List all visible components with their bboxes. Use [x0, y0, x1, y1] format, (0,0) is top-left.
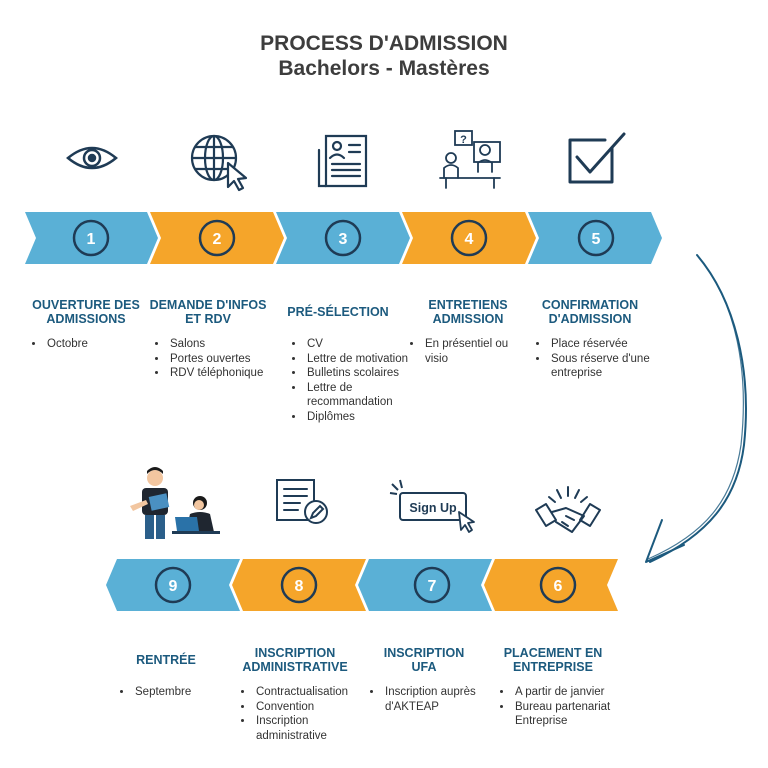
step-circle-8 — [280, 566, 318, 604]
step-3-heading: PRÉ-SÉLECTION — [287, 305, 389, 319]
step-circle-1 — [72, 219, 110, 257]
list-item: RDV téléphonique — [168, 366, 292, 381]
interview-icon: ? — [439, 130, 501, 189]
step-2-list: Salons Portes ouvertes RDV téléphonique — [150, 337, 292, 381]
step-number-1: 1 — [87, 231, 96, 248]
step-4-list: En présentiel ou visio — [405, 337, 533, 366]
chevron-row-bottom — [106, 559, 618, 611]
connector-arrow — [645, 254, 747, 563]
chevron-6 — [484, 559, 618, 611]
signup-icon: Sign Up — [389, 479, 475, 533]
chevron-1 — [25, 212, 158, 264]
step-9-list: Septembre — [115, 685, 243, 700]
chevron-9 — [106, 559, 240, 611]
list-item: Bulletins scolaires — [305, 366, 417, 381]
list-item: Septembre — [133, 685, 243, 700]
step-circle-6 — [539, 566, 577, 604]
step-9-heading: RENTRÉE — [136, 653, 196, 667]
chevron-5 — [528, 212, 662, 264]
step-8-heading: INSCRIPTION ADMINISTRATIVE — [242, 646, 348, 674]
step-7-heading: INSCRIPTION UFA — [383, 646, 465, 674]
signup-icon-label: Sign Up — [409, 501, 457, 515]
checkbox-icon — [568, 132, 626, 184]
step-6-list: A partir de janvier Bureau partenariat E… — [495, 685, 631, 729]
list-item: Inscription administrative — [254, 714, 378, 743]
step-number-3: 3 — [339, 231, 348, 248]
step-8-list: Contractualisation Convention Inscriptio… — [236, 685, 378, 743]
step-4-heading: ENTRETIENS ADMISSION — [428, 298, 508, 326]
chevron-4 — [402, 212, 536, 264]
step-circle-5 — [577, 219, 615, 257]
eye-icon — [66, 146, 118, 170]
globe-cursor-icon — [190, 134, 248, 192]
handshake-icon — [535, 486, 601, 533]
step-circle-2 — [198, 219, 236, 257]
list-item: Sous réserve d'une entreprise — [549, 352, 659, 381]
step-number-5: 5 — [592, 231, 601, 248]
people-laptop-icon — [130, 467, 220, 539]
chevron-row-top — [25, 212, 662, 264]
list-item: En présentiel ou visio — [423, 337, 533, 366]
chevron-2 — [150, 212, 284, 264]
list-item: Octobre — [45, 337, 157, 352]
step-number-2: 2 — [213, 231, 222, 248]
step-circle-7 — [413, 566, 451, 604]
page-title: PROCESS D'ADMISSION — [260, 32, 508, 55]
chevron-8 — [232, 559, 366, 611]
list-item: Portes ouvertes — [168, 352, 292, 367]
step-number-4: 4 — [465, 231, 474, 248]
step-circle-4 — [450, 219, 488, 257]
document-pen-icon — [276, 479, 328, 524]
step-number-8: 8 — [295, 578, 304, 595]
list-item: Diplômes — [305, 410, 417, 425]
step-circle-9 — [154, 566, 192, 604]
step-7-list: Inscription auprès d'AKTEAP — [365, 685, 501, 714]
list-item: CV — [305, 337, 417, 352]
resume-icon — [317, 134, 368, 188]
step-number-9: 9 — [169, 578, 178, 595]
step-1-list: Octobre — [27, 337, 157, 352]
list-item: Contractualisation — [254, 685, 378, 700]
list-item: Inscription auprès d'AKTEAP — [383, 685, 501, 714]
list-item: Convention — [254, 700, 378, 715]
list-item: Salons — [168, 337, 292, 352]
list-item: Place réservée — [549, 337, 659, 352]
interview-question-mark: ? — [460, 134, 467, 146]
step-circle-3 — [324, 219, 362, 257]
step-2-heading: DEMANDE D'INFOS ET RDV — [149, 298, 267, 326]
page-subtitle: Bachelors - Mastères — [278, 57, 490, 80]
list-item: Lettre de recommandation — [305, 381, 417, 410]
list-item: Lettre de motivation — [305, 352, 417, 367]
step-1-heading: OUVERTURE DES ADMISSIONS — [32, 298, 140, 326]
chevron-3 — [276, 212, 410, 264]
step-5-heading: CONFIRMATION D'ADMISSION — [541, 298, 639, 326]
list-item: Bureau partenariat Entreprise — [513, 700, 631, 729]
step-number-7: 7 — [428, 578, 437, 595]
step-5-list: Place réservée Sous réserve d'une entrep… — [531, 337, 659, 381]
list-item: A partir de janvier — [513, 685, 631, 700]
step-6-heading: PLACEMENT EN ENTREPRISE — [503, 646, 603, 674]
step-circles — [72, 219, 615, 604]
step-3-list: CV Lettre de motivation Bulletins scolai… — [287, 337, 417, 424]
step-number-6: 6 — [554, 578, 563, 595]
chevron-7 — [358, 559, 492, 611]
